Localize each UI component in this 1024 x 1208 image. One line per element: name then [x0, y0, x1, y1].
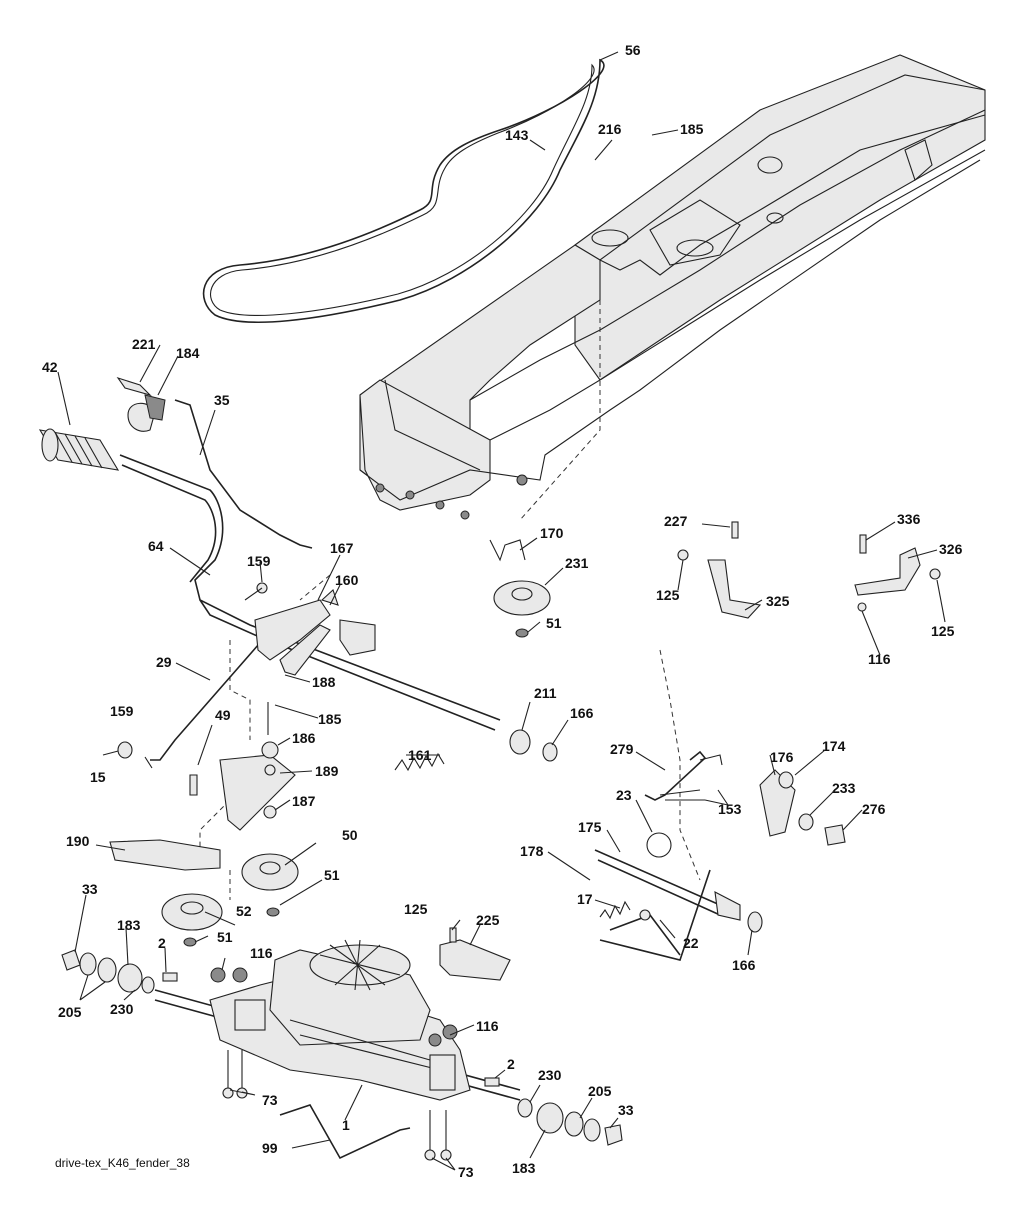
part-label-185: 185	[680, 121, 704, 137]
part-label-166: 166	[732, 957, 756, 973]
part-label-56: 56	[625, 42, 641, 58]
pulleys	[161, 539, 551, 947]
part-label-35: 35	[214, 392, 230, 408]
part-label-51: 51	[324, 867, 340, 883]
part-label-230: 230	[538, 1067, 562, 1083]
part-label-216: 216	[598, 121, 622, 137]
part-label-233: 233	[832, 780, 856, 796]
right-linkage	[644, 750, 846, 858]
tension-spring	[394, 752, 445, 772]
part-label-52: 52	[236, 903, 252, 919]
part-label-23: 23	[616, 787, 632, 803]
lift-lever	[38, 428, 501, 731]
bracket-326	[854, 534, 941, 612]
diagram-caption: drive-tex_K46_fender_38	[55, 1156, 190, 1170]
part-label-116: 116	[250, 945, 273, 961]
alignment-lines	[199, 300, 701, 900]
part-label-183: 183	[512, 1160, 536, 1176]
left-axle-hardware	[61, 949, 155, 994]
transaxle	[154, 939, 521, 1161]
part-label-167: 167	[330, 540, 354, 556]
part-label-326: 326	[939, 541, 963, 557]
parts-221-184	[116, 376, 166, 432]
part-label-116: 116	[868, 651, 891, 667]
part-label-336: 336	[897, 511, 921, 527]
part-label-185: 185	[318, 711, 342, 727]
part-label-187: 187	[292, 793, 316, 809]
part-label-99: 99	[262, 1140, 278, 1156]
part-label-211: 211	[534, 685, 557, 701]
part-label-190: 190	[66, 833, 90, 849]
leader-lines	[57, 51, 946, 1171]
part-label-42: 42	[42, 359, 58, 375]
part-label-175: 175	[578, 819, 602, 835]
bypass-rod	[279, 1104, 411, 1160]
part-label-33: 33	[618, 1102, 634, 1118]
part-label-178: 178	[520, 843, 544, 859]
part-label-166: 166	[570, 705, 594, 721]
part-label-50: 50	[342, 827, 358, 843]
washer-166	[542, 742, 558, 762]
part-label-125: 125	[404, 901, 428, 917]
part-label-22: 22	[683, 935, 699, 951]
part-label-221: 221	[132, 336, 156, 352]
part-label-17: 17	[577, 891, 593, 907]
part-label-184: 184	[176, 345, 200, 361]
part-label-183: 183	[117, 917, 141, 933]
part-label-1: 1	[342, 1117, 350, 1133]
part-label-51: 51	[217, 929, 233, 945]
lift-rod	[174, 399, 313, 549]
part-label-33: 33	[82, 881, 98, 897]
idler-bracket	[109, 702, 296, 871]
part-label-73: 73	[458, 1164, 474, 1180]
right-axle-hardware	[517, 1098, 623, 1146]
part-label-225: 225	[476, 912, 500, 928]
part-label-49: 49	[215, 707, 231, 723]
part-label-15: 15	[90, 769, 106, 785]
part-label-2: 2	[507, 1056, 515, 1072]
cross-shaft-22	[594, 849, 763, 961]
drive-belt	[202, 58, 605, 323]
part-label-64: 64	[148, 538, 164, 554]
part-label-279: 279	[610, 741, 634, 757]
brake-bracket	[244, 582, 376, 676]
part-label-153: 153	[718, 801, 742, 817]
part-label-174: 174	[822, 738, 846, 754]
spacer-211	[509, 729, 531, 755]
part-label-160: 160	[335, 572, 359, 588]
bracket-325	[677, 521, 762, 619]
part-label-186: 186	[292, 730, 316, 746]
part-label-325: 325	[766, 593, 790, 609]
part-label-143: 143	[505, 127, 529, 143]
part-label-125: 125	[931, 623, 955, 639]
part-label-159: 159	[110, 703, 134, 719]
part-label-2: 2	[158, 935, 166, 951]
part-label-231: 231	[565, 555, 589, 571]
part-label-29: 29	[156, 654, 172, 670]
part-label-125: 125	[656, 587, 680, 603]
part-label-227: 227	[664, 513, 688, 529]
chassis-frame	[359, 54, 986, 520]
part-label-205: 205	[58, 1004, 82, 1020]
part-label-176: 176	[770, 749, 794, 765]
part-label-189: 189	[315, 763, 339, 779]
part-label-116: 116	[476, 1018, 499, 1034]
part-label-51: 51	[546, 615, 562, 631]
part-label-230: 230	[110, 1001, 134, 1017]
part-label-276: 276	[862, 801, 886, 817]
bracket-225	[439, 939, 511, 981]
part-label-170: 170	[540, 525, 564, 541]
part-label-205: 205	[588, 1083, 612, 1099]
part-label-159: 159	[247, 553, 271, 569]
part-label-188: 188	[312, 674, 336, 690]
part-label-73: 73	[262, 1092, 278, 1108]
